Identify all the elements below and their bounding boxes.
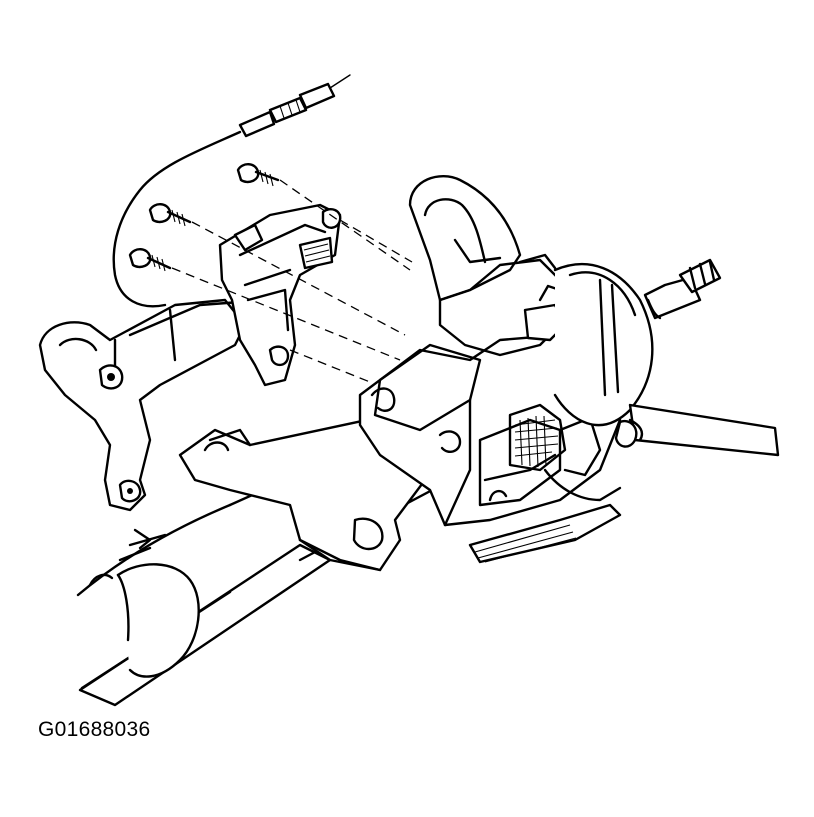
side-rod <box>614 403 780 457</box>
switch-bracket <box>218 203 342 387</box>
cable-connector <box>112 74 351 308</box>
alignment-lines <box>171 179 413 383</box>
wiring-harness <box>468 403 622 564</box>
column-tube <box>76 418 472 707</box>
steering-shaft-end <box>553 258 722 427</box>
mounting-screws <box>128 163 280 272</box>
figure-id-label: G01688036 <box>38 718 151 741</box>
